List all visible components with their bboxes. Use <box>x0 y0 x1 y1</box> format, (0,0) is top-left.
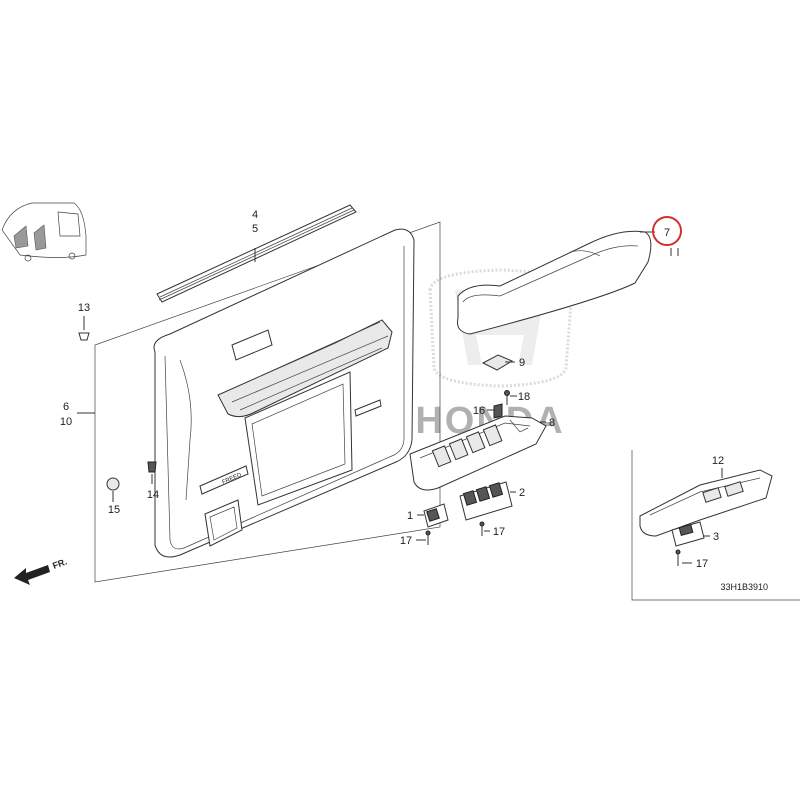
callout-3: 3 <box>713 531 719 543</box>
callout-14: 14 <box>147 489 159 501</box>
callout-4: 4 <box>252 209 258 221</box>
callout-12: 12 <box>712 455 724 467</box>
power-window-switch-panel <box>409 415 547 491</box>
screw-17 <box>425 521 681 566</box>
door-weatherstrip <box>156 204 357 303</box>
fastener-15 <box>106 477 120 502</box>
switch-3 <box>671 521 705 547</box>
switch-cover <box>481 354 514 371</box>
callout-10: 10 <box>60 416 72 428</box>
callout-7: 7 <box>664 227 670 239</box>
front-direction-label: FR. <box>51 557 68 571</box>
diagram-code: 33H1B3910 <box>720 582 768 592</box>
callout-1: 1 <box>407 510 413 522</box>
callout-6: 6 <box>63 401 69 413</box>
front-direction-arrow-icon <box>14 565 50 585</box>
vehicle-thumbnail-icon <box>1 202 87 262</box>
callout-18: 18 <box>518 391 530 403</box>
callout-8: 8 <box>549 417 555 429</box>
inset-frame <box>631 450 800 601</box>
callout-15: 15 <box>108 504 120 516</box>
master-switch <box>459 481 513 521</box>
callout-13: 13 <box>78 302 90 314</box>
callout-16: 16 <box>473 405 485 417</box>
screw-18 <box>504 390 510 405</box>
callout-17-c: 17 <box>696 558 708 570</box>
highlight-circle <box>652 216 682 246</box>
callout-9: 9 <box>519 357 525 369</box>
switch-1 <box>423 503 449 528</box>
clip-16 <box>493 403 503 419</box>
callout-2: 2 <box>519 487 525 499</box>
callout-17-b: 17 <box>493 526 505 538</box>
clip-13 <box>78 316 90 341</box>
armrest-panel <box>457 230 652 335</box>
callout-17-a: 17 <box>400 535 412 547</box>
callout-5: 5 <box>252 223 258 235</box>
clip-14 <box>147 461 157 484</box>
armrest-switch-base <box>639 469 773 537</box>
door-lining-panel: FREED <box>153 228 415 558</box>
